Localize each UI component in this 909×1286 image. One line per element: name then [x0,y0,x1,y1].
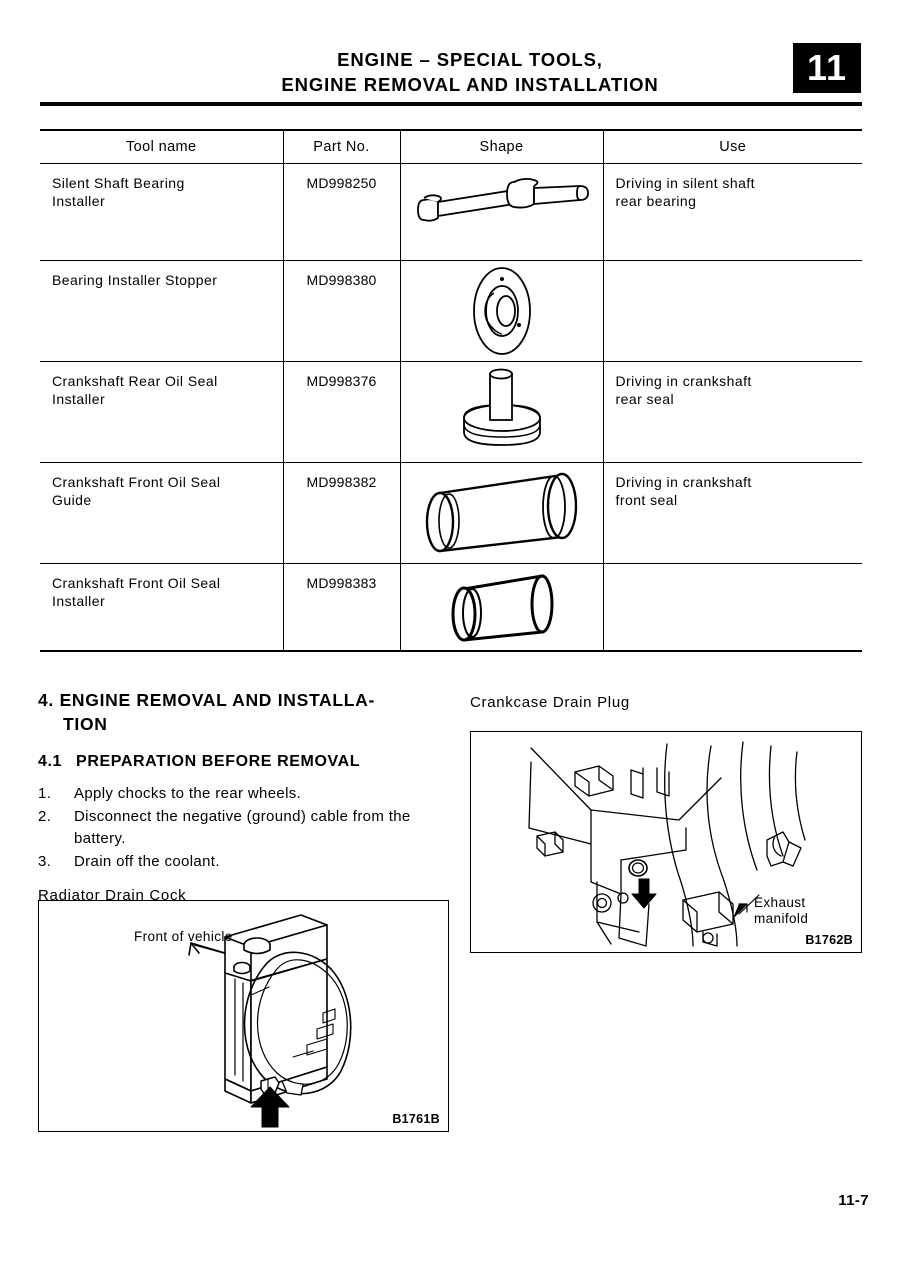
tool-name-cell: Crankshaft Front Oil Seal Installer [40,563,284,652]
rear-seal-installer-icon [462,368,541,446]
part-no-cell: MD998376 [282,361,401,463]
tool-name-text: Silent Shaft Bearing Installer [52,175,185,209]
bearing-stopper-disc-icon [472,267,531,355]
subsection-heading-text: PREPARATION BEFORE REMOVAL [76,753,361,770]
tool-name-text: Crankshaft Front Oil Seal Installer [52,575,221,609]
table-row: Bearing Installer Stopper MD998380 [40,260,863,362]
shape-cell [399,260,604,362]
table-row: Silent Shaft Bearing Installer MD998250 [40,163,862,261]
part-no-cell: MD998382 [282,462,401,564]
page-title-line-1: ENGINE – SPECIAL TOOLS, [337,49,603,70]
table-row: Crankshaft Rear Oil Seal Installer MD998… [40,361,862,463]
shape-cell [399,163,604,261]
tool-name-cell: Crankshaft Rear Oil Seal Installer [40,361,284,463]
use-text [604,261,863,277]
section-4-text-column: 4. ENGINE REMOVAL AND INSTALLA- TION 4.1… [38,688,448,904]
tool-name-cell: Bearing Installer Stopper [40,260,284,362]
list-item-marker: 1. [38,785,52,802]
section-heading-line-1: ENGINE REMOVAL AND INSTALLA- [59,690,376,710]
use-cell: Driving in silent shaft rear bearing [602,163,862,261]
front-of-vehicle-label: Front of vehicle [134,929,233,944]
list-item: 2. Disconnect the negative (ground) cabl… [38,806,448,850]
table-row: Crankshaft Front Oil Seal Installer MD99… [40,563,863,652]
tool-name-cell: Silent Shaft Bearing Installer [40,163,284,261]
part-no-text: MD998250 [306,175,377,191]
shaft-installer-icon [416,177,589,222]
use-cell: Driving in crankshaft front seal [602,462,862,564]
part-no-text: MD998383 [306,575,377,591]
list-item-text: Disconnect the negative (ground) cable f… [74,808,411,847]
list-item-text: Drain off the coolant. [74,853,220,870]
chapter-badge: 11 [793,43,861,93]
page-title: ENGINE – SPECIAL TOOLS, ENGINE REMOVAL A… [170,47,770,97]
list-item-text: Apply chocks to the rear wheels. [74,785,302,802]
list-item: 3. Drain off the coolant. [38,851,448,873]
column-header-tool-name: Tool name [40,129,284,164]
part-no-cell: MD998383 [282,563,401,652]
shape-cell [399,361,604,463]
page-header: ENGINE – SPECIAL TOOLS, ENGINE REMOVAL A… [0,0,909,110]
subsection-heading: 4.1 PREPARATION BEFORE REMOVAL [38,753,448,771]
part-no-cell: MD998250 [282,163,401,261]
section-heading-line-2: TION [63,714,108,734]
figure-code-crankcase: B1762B [805,933,853,947]
column-header-shape: Shape [399,129,604,164]
use-text: Driving in silent shaft rear bearing [615,175,756,209]
crankcase-figure-caption: Crankcase Drain Plug [470,694,630,711]
part-no-text: MD998382 [306,474,377,490]
use-text: Driving in crankshaft rear seal [615,373,752,407]
special-tools-table: Tool name Part No. Shape Use Silent Shaf… [40,129,862,652]
tool-name-text: Crankshaft Rear Oil Seal Installer [52,373,218,407]
use-text: Driving in crankshaft front seal [615,474,752,508]
tool-name-text: Crankshaft Front Oil Seal Guide [52,474,221,508]
tool-name-text: Bearing Installer Stopper [52,272,218,288]
page-number: 11-7 [838,1192,869,1209]
part-no-text: MD998376 [306,373,377,389]
figure-code-radiator: B1761B [392,1112,440,1126]
section-heading: 4. ENGINE REMOVAL AND INSTALLA- TION [38,688,448,736]
radiator-illustration [188,914,352,1128]
shape-cell [399,462,604,564]
column-header-use: Use [602,129,862,164]
subsection-heading-number: 4.1 [38,753,63,770]
radiator-figure-caption: Radiator Drain Cock [38,887,187,904]
table-header-row: Tool name Part No. Shape Use [40,129,862,164]
crankcase-drain-plug-illustration [528,741,806,947]
tool-name-cell: Crankshaft Front Oil Seal Guide [40,462,284,564]
part-no-text: MD998380 [306,272,377,288]
use-text [604,564,863,580]
use-cell [602,260,863,362]
crankcase-drain-plug-figure: Exhaust manifold B1762B [470,731,862,953]
header-divider-rule [40,102,862,106]
exhaust-manifold-label: Exhaust manifold [754,895,809,926]
radiator-drain-cock-figure: Front of vehicle B1761B [38,900,449,1132]
front-seal-installer-sleeve-icon [451,574,553,642]
use-cell [602,563,863,652]
list-item-marker: 2. [38,808,52,825]
page-title-line-2: ENGINE REMOVAL AND INSTALLATION [281,74,659,95]
use-cell: Driving in crankshaft rear seal [602,361,862,463]
shape-cell [399,563,604,652]
list-item: 1. Apply chocks to the rear wheels. [38,783,448,805]
section-heading-number: 4. [38,690,54,710]
preparation-steps-list: 1. Apply chocks to the rear wheels. 2. D… [38,783,448,873]
part-no-cell: MD998380 [282,260,401,362]
front-seal-guide-sleeve-icon [425,472,577,553]
column-header-part-no: Part No. [282,129,401,164]
list-item-marker: 3. [38,853,52,870]
table-row: Crankshaft Front Oil Seal Guide MD998382 [40,462,862,564]
